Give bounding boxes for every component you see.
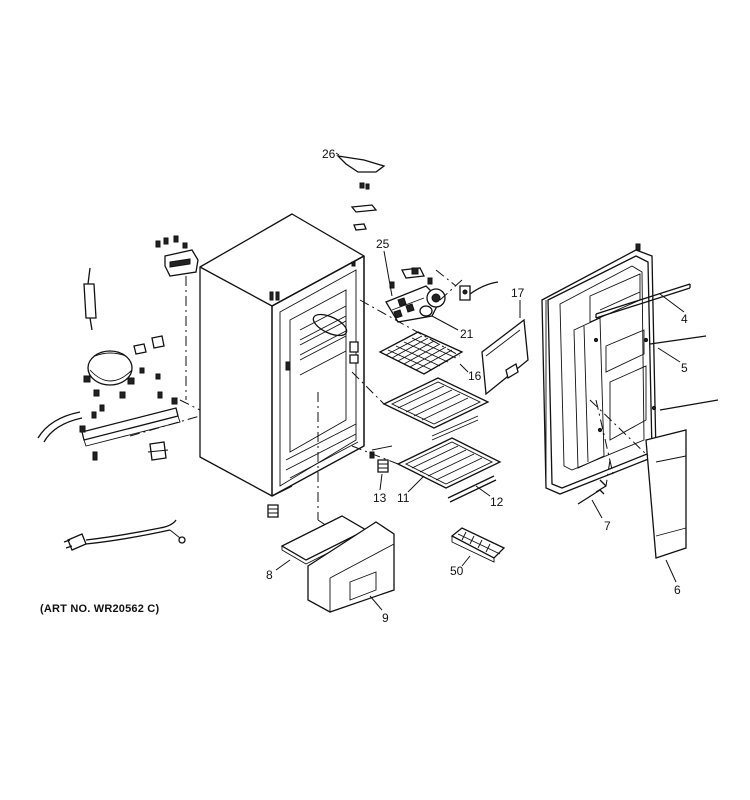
assembly-lines-left <box>129 276 331 529</box>
part-5-bars <box>649 335 719 411</box>
art-number-label: (ART NO. WR20562 C) <box>40 603 160 615</box>
part-50-ice-tray <box>450 527 506 563</box>
callout-21: 21 <box>460 327 474 341</box>
part-17-panel <box>481 318 529 396</box>
door-assembly <box>541 243 657 495</box>
part-13-leg <box>369 445 393 473</box>
part-26-light-cover <box>336 155 386 231</box>
part-16-wire-shelf <box>378 331 464 375</box>
drain-hose <box>37 411 83 443</box>
callout-11: 11 <box>397 491 410 505</box>
callout-26: 26 <box>322 147 336 161</box>
power-cord <box>63 519 186 551</box>
callout-4: 4 <box>681 312 688 326</box>
callout-12: 12 <box>490 495 504 509</box>
cabinet-body <box>199 213 365 518</box>
compressor <box>83 335 165 399</box>
leader-lines <box>275 152 685 611</box>
callout-7: 7 <box>604 519 611 533</box>
callout-13: 13 <box>373 491 387 505</box>
part-6-gasket-strip <box>645 429 687 559</box>
callout-17: 17 <box>511 286 525 300</box>
callout-25: 25 <box>376 237 390 251</box>
callout-5: 5 <box>681 361 688 375</box>
callout-16: 16 <box>468 369 482 383</box>
part-12-trim <box>447 475 497 503</box>
callout-9: 9 <box>382 611 389 625</box>
middle-shelf <box>382 377 490 429</box>
drier-filter <box>83 267 97 331</box>
thermostat-bracket <box>155 235 199 277</box>
part-25-21-control-housing <box>385 267 499 323</box>
callout-50: 50 <box>450 564 464 578</box>
part-11-bottom-shelf <box>396 415 502 489</box>
assembly-lines-door <box>351 299 649 487</box>
part-9-bin <box>307 521 395 613</box>
callout-labels: 26 25 21 17 16 4 5 13 11 12 7 6 8 9 50 <box>266 147 688 625</box>
part-4-bar <box>595 283 691 319</box>
callout-6: 6 <box>674 583 681 597</box>
callout-8: 8 <box>266 568 273 582</box>
mounting-rail <box>79 391 181 461</box>
